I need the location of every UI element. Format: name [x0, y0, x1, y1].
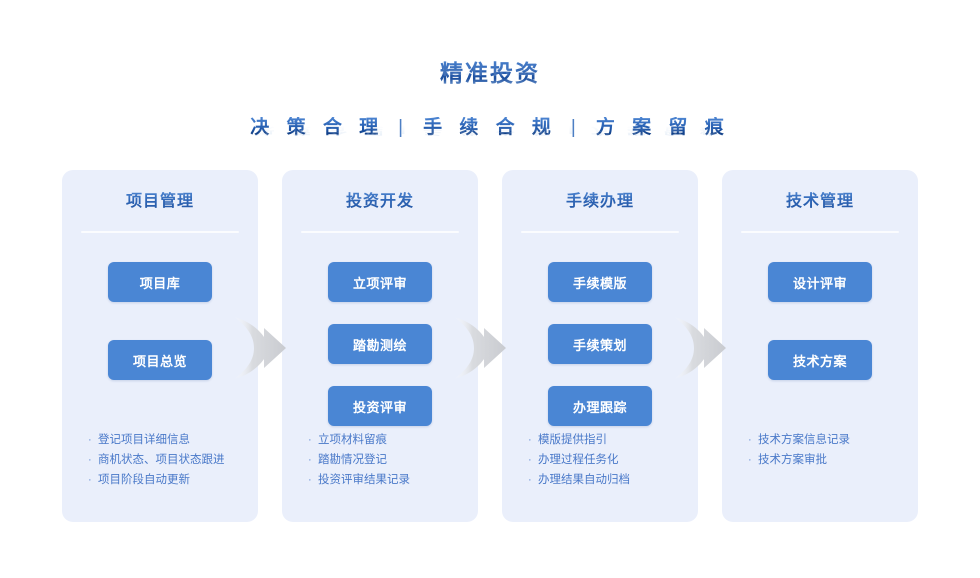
subtitle-separator-2: |: [570, 117, 582, 138]
bullet-dot-icon: ·: [528, 474, 532, 486]
bullet-dot-icon: ·: [528, 454, 532, 466]
bullet-dot-icon: ·: [748, 434, 752, 446]
card-divider: [81, 231, 239, 233]
subtitle-line: 决 策 合 理 | 手 续 合 规 | 方 案 留 痕: [0, 112, 980, 139]
list-item-label: 项目阶段自动更新: [98, 474, 190, 486]
bullet-dot-icon: ·: [88, 454, 92, 466]
flow-card-procedure-handling[interactable]: 手续办理 手续模版 手续策划 办理跟踪 · 模版提供指引 · 办理过程任务化 ·…: [502, 170, 698, 522]
subtitle-segment-1: 决 策 合 理: [250, 117, 385, 138]
list-item-label: 立项材料留痕: [318, 434, 387, 446]
bullet-dot-icon: ·: [308, 434, 312, 446]
flow-card-investment-development[interactable]: 投资开发 立项评审 踏勘测绘 投资评审 · 立项材料留痕 · 踏勘情况登记 · …: [282, 170, 478, 522]
list-item: · 模版提供指引: [528, 430, 700, 450]
card-title: 手续办理: [502, 187, 698, 211]
list-item: · 项目阶段自动更新: [88, 470, 260, 490]
feature-button[interactable]: 设计评审: [768, 262, 872, 302]
feature-button[interactable]: 投资评审: [328, 386, 432, 426]
feature-button[interactable]: 手续策划: [548, 324, 652, 364]
flow-card-project-management[interactable]: 项目管理 项目库 项目总览 · 登记项目详细信息 · 商机状态、项目状态跟进 ·…: [62, 170, 258, 522]
flow-card-technical-management[interactable]: 技术管理 设计评审 技术方案 · 技术方案信息记录 · 技术方案审批: [722, 170, 918, 522]
card-divider: [521, 231, 679, 233]
list-item: · 商机状态、项目状态跟进: [88, 450, 260, 470]
list-item: · 踏勘情况登记: [308, 450, 480, 470]
list-item: · 技术方案审批: [748, 450, 920, 470]
list-item: · 登记项目详细信息: [88, 430, 260, 450]
card-button-stack: 手续模版 手续策划 办理跟踪: [502, 262, 698, 448]
feature-button[interactable]: 手续模版: [548, 262, 652, 302]
feature-button[interactable]: 踏勘测绘: [328, 324, 432, 364]
card-title: 投资开发: [282, 187, 478, 211]
flow-columns: 项目管理 项目库 项目总览 · 登记项目详细信息 · 商机状态、项目状态跟进 ·…: [62, 170, 918, 522]
card-title: 项目管理: [62, 187, 258, 211]
bullet-dot-icon: ·: [88, 434, 92, 446]
card-bullet-list: · 技术方案信息记录 · 技术方案审批: [748, 430, 920, 470]
list-item-label: 模版提供指引: [538, 434, 607, 446]
list-item-label: 商机状态、项目状态跟进: [98, 454, 225, 466]
feature-button[interactable]: 技术方案: [768, 340, 872, 380]
card-button-stack: 项目库 项目总览: [62, 262, 258, 418]
card-button-stack: 设计评审 技术方案: [722, 262, 918, 418]
card-divider: [741, 231, 899, 233]
card-bullet-list: · 立项材料留痕 · 踏勘情况登记 · 投资评审结果记录: [308, 430, 480, 490]
subtitle-separator-1: |: [398, 117, 410, 138]
bullet-dot-icon: ·: [308, 474, 312, 486]
feature-button[interactable]: 办理跟踪: [548, 386, 652, 426]
card-bullet-list: · 登记项目详细信息 · 商机状态、项目状态跟进 · 项目阶段自动更新: [88, 430, 260, 490]
feature-button[interactable]: 项目库: [108, 262, 212, 302]
card-button-stack: 立项评审 踏勘测绘 投资评审: [282, 262, 478, 448]
card-bullet-list: · 模版提供指引 · 办理过程任务化 · 办理结果自动归档: [528, 430, 700, 490]
subtitle-segment-3: 方 案 留 痕: [595, 117, 730, 138]
list-item: · 投资评审结果记录: [308, 470, 480, 490]
bullet-dot-icon: ·: [88, 474, 92, 486]
bullet-dot-icon: ·: [748, 454, 752, 466]
list-item-label: 登记项目详细信息: [98, 434, 190, 446]
bullet-dot-icon: ·: [308, 454, 312, 466]
card-divider: [301, 231, 459, 233]
list-item-label: 投资评审结果记录: [318, 474, 410, 486]
card-title: 技术管理: [722, 187, 918, 211]
list-item-label: 踏勘情况登记: [318, 454, 387, 466]
list-item-label: 办理结果自动归档: [538, 474, 630, 486]
list-item-label: 办理过程任务化: [538, 454, 619, 466]
list-item: · 办理过程任务化: [528, 450, 700, 470]
list-item-label: 技术方案审批: [758, 454, 827, 466]
subtitle: 决 策 合 理 | 手 续 合 规 | 方 案 留 痕: [0, 112, 980, 139]
list-item-label: 技术方案信息记录: [758, 434, 850, 446]
list-item: · 技术方案信息记录: [748, 430, 920, 450]
feature-button[interactable]: 项目总览: [108, 340, 212, 380]
page-title: 精准投资: [0, 54, 980, 88]
list-item: · 办理结果自动归档: [528, 470, 700, 490]
feature-button[interactable]: 立项评审: [328, 262, 432, 302]
list-item: · 立项材料留痕: [308, 430, 480, 450]
bullet-dot-icon: ·: [528, 434, 532, 446]
subtitle-segment-2: 手 续 合 规: [423, 117, 557, 138]
